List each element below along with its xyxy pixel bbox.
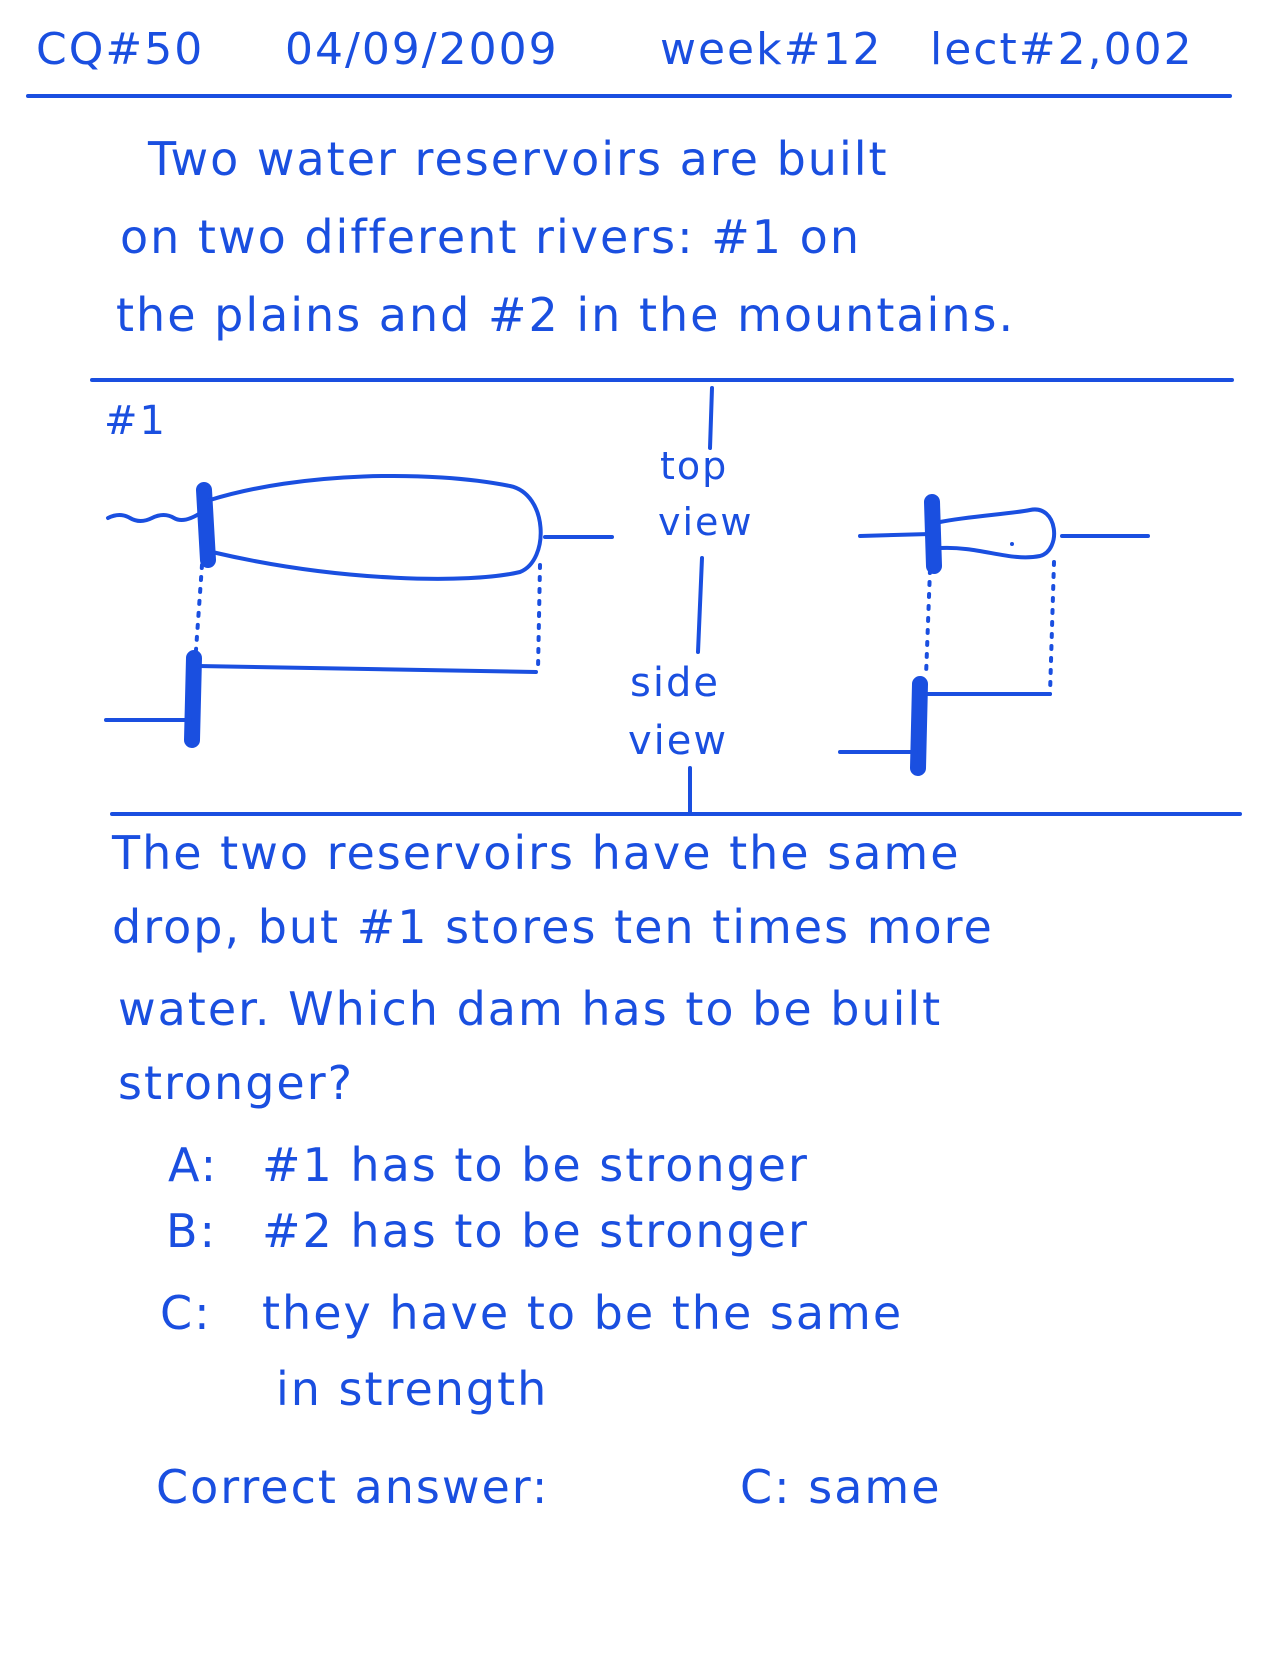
water-level-1: [196, 664, 538, 674]
projection-1-left: [194, 563, 204, 652]
question-line-3: water. Which dam has to be built: [118, 982, 943, 1036]
dam-1-top: [196, 482, 216, 568]
option-c-continuation: in strength: [276, 1362, 549, 1416]
top-view-label-1: top: [660, 444, 729, 488]
divider-middle: [696, 556, 704, 654]
date: 04/09/2009: [285, 24, 559, 75]
river-1-inflow: [106, 510, 204, 523]
figure-top-rule: [90, 378, 1234, 382]
answer-label: Correct answer:: [156, 1460, 550, 1514]
question-line-1: The two reservoirs have the same: [112, 826, 961, 880]
answer-value: C: same: [740, 1460, 942, 1514]
side-view-label-2: view: [628, 718, 729, 764]
reservoir-1-outline: [208, 473, 543, 581]
projection-1-right: [536, 563, 542, 672]
dam-1-side: [184, 650, 202, 748]
question-line-2: drop, but #1 stores ten times more: [112, 900, 994, 954]
option-c-text: they have to be the same: [262, 1286, 904, 1340]
option-a-text: #1 has to be stronger: [262, 1138, 809, 1192]
figure-bottom-rule: [110, 812, 1242, 816]
river-2-inflow: [858, 532, 932, 538]
option-a-key: A:: [168, 1138, 219, 1192]
question-line-4: stronger?: [118, 1056, 355, 1110]
side-view-label-1: side: [630, 660, 720, 706]
intro-line-2: on two different rivers: #1 on: [120, 210, 861, 264]
dam-2-side: [910, 676, 928, 776]
header-rule: [26, 94, 1232, 98]
reservoir-2-dot: [1010, 542, 1014, 546]
intro-line-3: the plains and #2 in the mountains.: [116, 288, 1016, 342]
divider-top: [708, 386, 714, 450]
reservoir-1-label: #1: [104, 398, 167, 444]
reservoir-2-outline: [938, 507, 1057, 560]
lecture-number: lect#2,002: [930, 24, 1194, 75]
top-view-label-2: view: [658, 500, 754, 544]
projection-2-left: [924, 568, 932, 678]
cq-number: CQ#50: [36, 24, 205, 75]
option-c-key: C:: [160, 1286, 212, 1340]
projection-2-right: [1048, 560, 1056, 696]
dam-2-top: [924, 494, 942, 574]
week-number: week#12: [660, 24, 883, 75]
intro-line-1: Two water reservoirs are built: [148, 132, 889, 186]
option-b-key: B:: [166, 1204, 218, 1258]
option-b-text: #2 has to be stronger: [262, 1204, 809, 1258]
